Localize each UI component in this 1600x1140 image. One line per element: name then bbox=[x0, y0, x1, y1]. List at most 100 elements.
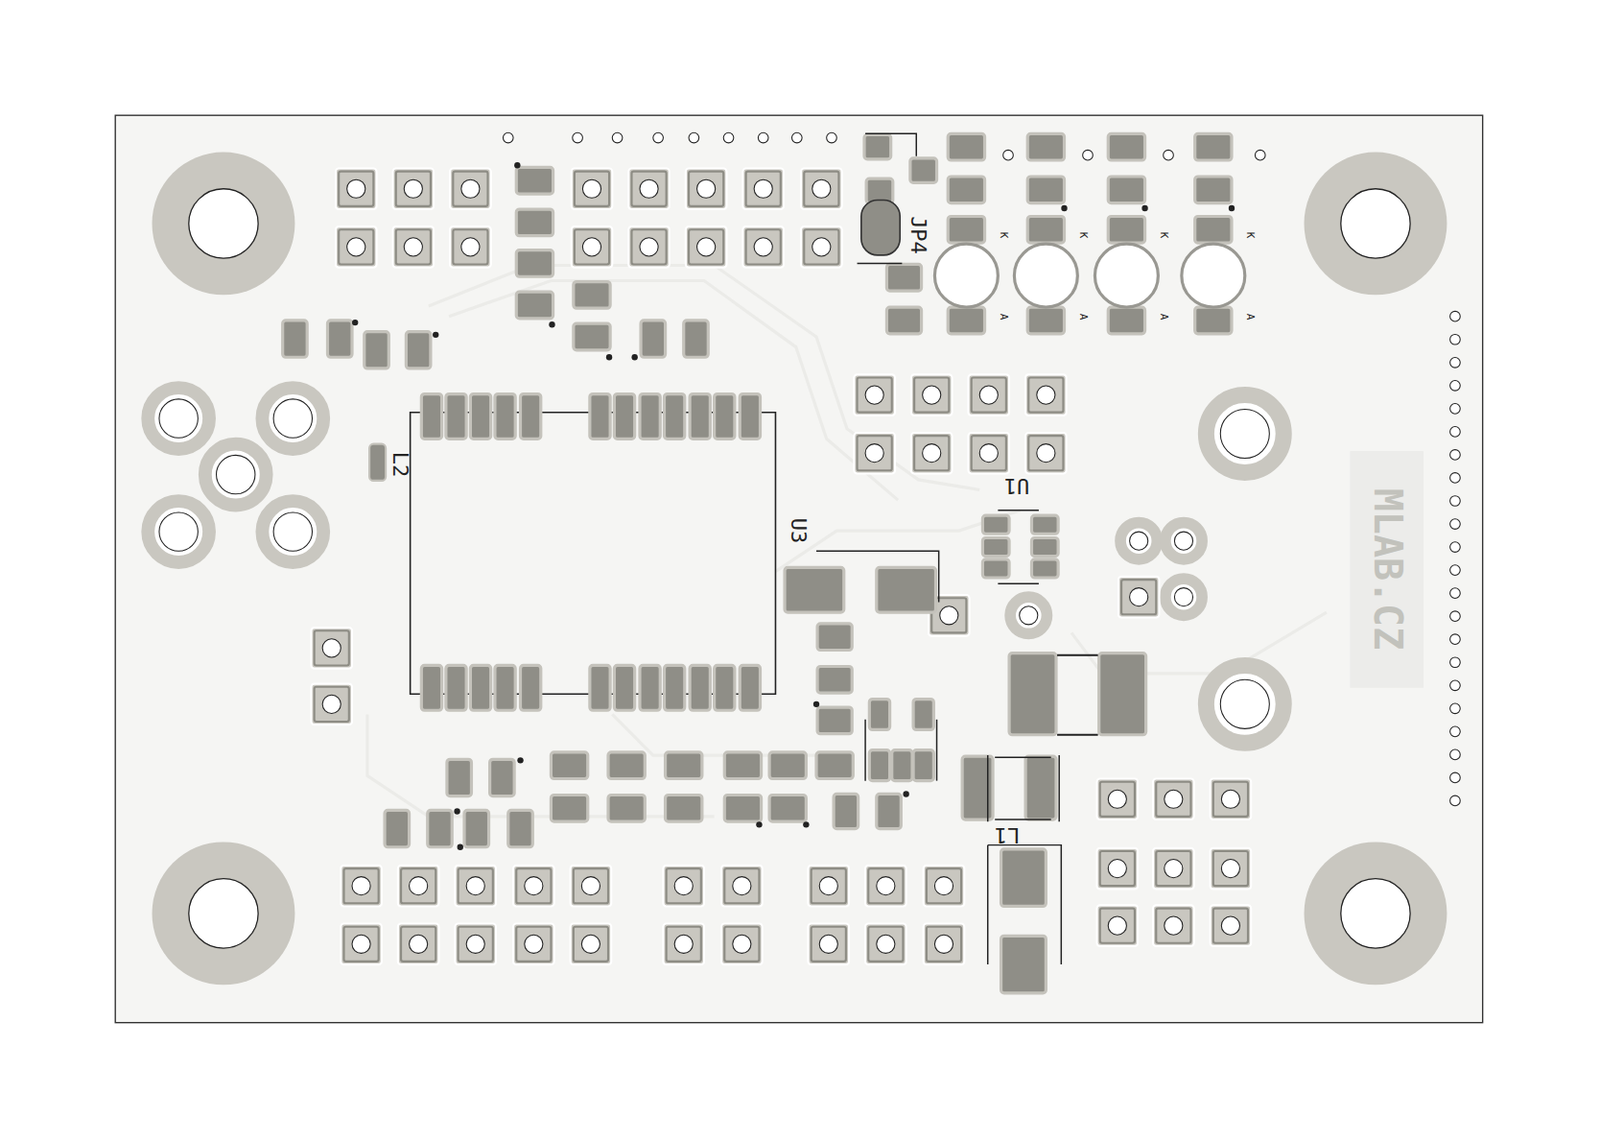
pad-outline bbox=[914, 435, 949, 471]
part-name: U3 bbox=[787, 517, 809, 544]
mounting-hole bbox=[1341, 878, 1411, 948]
pad-hole bbox=[216, 454, 256, 494]
pad-hole bbox=[819, 934, 838, 953]
pad-outline bbox=[396, 229, 431, 264]
square-pad bbox=[1152, 777, 1195, 820]
smd-pad bbox=[1195, 176, 1232, 204]
pad-outline bbox=[343, 868, 378, 903]
via bbox=[502, 132, 514, 143]
square-pad bbox=[1025, 432, 1067, 474]
square-pad bbox=[513, 923, 555, 965]
pad-hole bbox=[865, 385, 884, 404]
smd-pad bbox=[947, 215, 985, 243]
pin-name: A bbox=[1245, 312, 1256, 320]
pad-outline bbox=[1100, 850, 1135, 886]
via bbox=[1450, 795, 1461, 806]
smd-pad bbox=[739, 664, 760, 710]
square-pad bbox=[1118, 576, 1160, 618]
square-pad bbox=[1210, 904, 1252, 946]
watermark-ground bbox=[1349, 450, 1424, 688]
pad-outline bbox=[746, 229, 781, 264]
pad-outline bbox=[971, 377, 1007, 413]
square-pad bbox=[454, 865, 496, 907]
smd-pad bbox=[494, 394, 516, 440]
via bbox=[1450, 333, 1461, 345]
smd-pad bbox=[876, 566, 937, 612]
pad-outline bbox=[914, 377, 949, 413]
smd-pad bbox=[613, 394, 635, 440]
square-pad bbox=[571, 167, 613, 210]
pin1-dot bbox=[514, 162, 520, 168]
via bbox=[1450, 564, 1461, 576]
square-pad bbox=[865, 865, 907, 907]
square-pad bbox=[454, 923, 496, 965]
smd-pad bbox=[446, 664, 467, 710]
smd-pad bbox=[608, 795, 645, 823]
pad-hole bbox=[1129, 531, 1149, 550]
pad-outline bbox=[1028, 435, 1063, 471]
pad-outline bbox=[343, 926, 378, 962]
smd-pad bbox=[1027, 215, 1064, 243]
via bbox=[791, 132, 802, 143]
pin1-dot bbox=[1141, 205, 1148, 212]
pin-name: A bbox=[997, 312, 1009, 320]
smd-pad bbox=[516, 166, 553, 194]
square-pad bbox=[398, 923, 440, 965]
square-pad bbox=[1152, 847, 1195, 890]
mounting-hole bbox=[1341, 188, 1411, 259]
pad-outline bbox=[803, 171, 839, 207]
smd-pad bbox=[1031, 515, 1059, 534]
square-pad bbox=[571, 226, 613, 268]
smd-pad bbox=[913, 750, 934, 781]
pad-outline bbox=[516, 926, 551, 962]
pad-hole bbox=[581, 934, 600, 953]
square-pad bbox=[662, 865, 705, 907]
via bbox=[1450, 703, 1461, 714]
pad-outline bbox=[688, 229, 724, 264]
via bbox=[1254, 149, 1266, 161]
part-name: JP4 bbox=[907, 215, 929, 255]
pad-hole bbox=[466, 934, 485, 953]
smd-pad bbox=[664, 664, 685, 710]
pad-outline bbox=[857, 377, 893, 413]
pad-hole bbox=[812, 179, 831, 198]
smd-pad bbox=[665, 752, 703, 779]
pad-outline bbox=[724, 926, 759, 962]
smd-pad bbox=[724, 752, 761, 779]
smd-pad bbox=[1107, 176, 1145, 204]
copper-trace bbox=[448, 280, 898, 500]
smd-pad bbox=[784, 566, 845, 612]
silkscreen-line bbox=[1057, 733, 1099, 736]
smd-pad bbox=[714, 664, 735, 710]
pad-outline bbox=[1155, 908, 1191, 943]
pad-outline bbox=[452, 171, 488, 207]
smd-pad bbox=[447, 758, 472, 796]
pin-name: K bbox=[1077, 231, 1088, 238]
round-pad bbox=[205, 444, 267, 506]
round-pad bbox=[147, 387, 210, 449]
square-pad bbox=[1210, 777, 1252, 820]
round-pad bbox=[1205, 664, 1284, 743]
via bbox=[1450, 426, 1461, 438]
smd-pad bbox=[1031, 559, 1059, 578]
smd-pad bbox=[947, 176, 985, 204]
copper-trace bbox=[367, 713, 715, 816]
smd-pad bbox=[608, 752, 645, 779]
smd-pad bbox=[689, 394, 710, 440]
pad-outline bbox=[314, 630, 350, 665]
pad-hole bbox=[1221, 859, 1240, 878]
pad-outline bbox=[338, 229, 374, 264]
pad-hole bbox=[352, 876, 371, 895]
square-pad bbox=[911, 374, 953, 416]
pad-hole bbox=[697, 179, 716, 198]
via bbox=[653, 132, 664, 143]
pad-outline bbox=[803, 229, 839, 264]
pin-name: A bbox=[1077, 312, 1088, 320]
led-body bbox=[1013, 243, 1078, 307]
pin1-dot bbox=[1228, 205, 1235, 212]
smd-pad bbox=[864, 134, 892, 160]
smd-pad bbox=[892, 750, 913, 781]
smd-pad bbox=[550, 752, 588, 779]
